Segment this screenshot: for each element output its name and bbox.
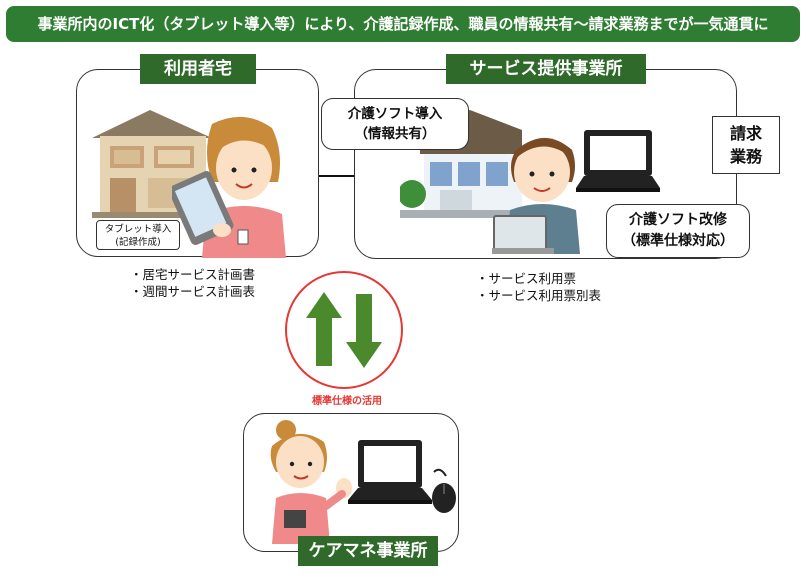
provider-docs: ・サービス利用票 ・サービス利用票別表 (476, 270, 601, 304)
mouse-icon (426, 466, 460, 514)
software-mod-line1: 介護ソフト改修 (607, 210, 749, 231)
software-intro-line2: （情報共有） (322, 124, 468, 144)
user-home-doc-2: ・週間サービス計画表 (130, 283, 255, 300)
tablet-note: タブレット導入 (記録作成) (96, 220, 180, 250)
provider-doc-2: ・サービス利用票別表 (476, 287, 601, 304)
care-manager-laptop-icon (348, 438, 432, 506)
billing-line1: 請求 (713, 122, 779, 145)
user-home-docs: ・居宅サービス計画書 ・週間サービス計画表 (130, 266, 255, 300)
provider-doc-1: ・サービス利用票 (476, 270, 601, 287)
care-manager-icon (258, 418, 354, 544)
user-home-tag: 利用者宅 (140, 54, 256, 84)
software-intro-callout: 介護ソフト導入 （情報共有） (321, 98, 469, 150)
software-mod-callout: 介護ソフト改修 （標準仕様対応） (606, 204, 750, 258)
software-intro-line1: 介護ソフト導入 (322, 104, 468, 124)
provider-tag: サービス提供事業所 (446, 54, 646, 84)
exchange-arrows (282, 268, 406, 392)
exchange-caption: 標準仕様の活用 (306, 392, 388, 407)
tablet-note-line1: タブレット導入 (97, 223, 179, 236)
care-manager-tag: ケアマネ事業所 (298, 536, 438, 566)
billing-box: 請求 業務 (712, 116, 780, 174)
billing-line2: 業務 (713, 145, 779, 168)
exchange-circle (286, 272, 402, 388)
caregiver-with-tablet-icon (172, 112, 302, 258)
user-home-doc-1: ・居宅サービス計画書 (130, 266, 255, 283)
laptop-icon (576, 128, 660, 194)
software-mod-line2: （標準仕様対応） (607, 231, 749, 252)
tablet-note-line2: (記録作成) (97, 236, 179, 249)
